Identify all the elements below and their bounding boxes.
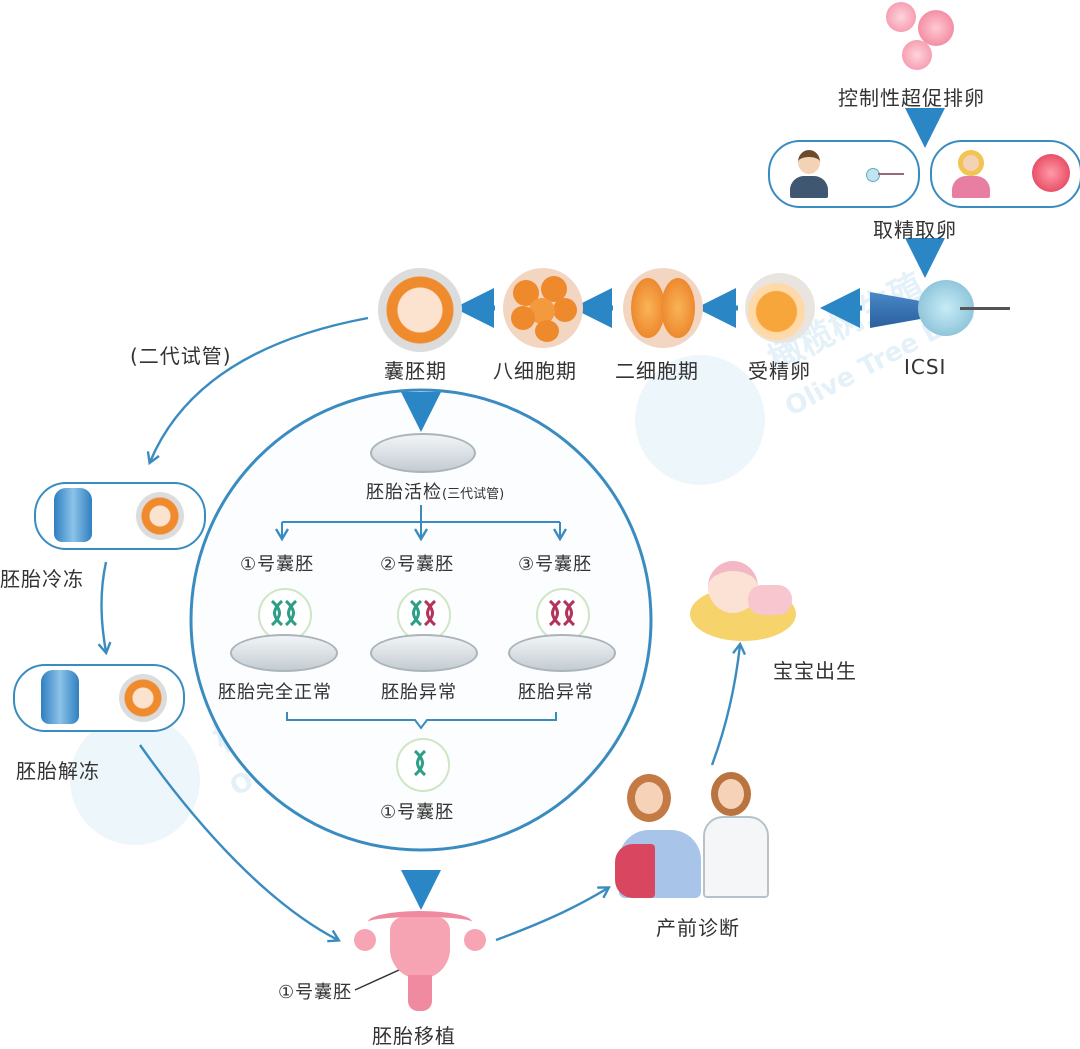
- embryo-1-result: 胚胎完全正常: [218, 682, 332, 703]
- two-cell-icon: [623, 268, 703, 348]
- sperm-icon: [866, 166, 906, 182]
- petri-dish-2: [370, 634, 478, 672]
- egg-icon: [1032, 154, 1070, 192]
- egg-retrieval-pill: [930, 140, 1080, 208]
- sperm-retrieval-pill: [768, 140, 920, 208]
- third-gen-label: (三代试管): [442, 487, 505, 502]
- embryo-icon: [136, 492, 184, 540]
- freeze-pill: [34, 482, 206, 550]
- embryo-3-id: ③号囊胚: [518, 554, 593, 575]
- blastocyst-icon: [378, 268, 462, 352]
- step-freeze: 胚胎冷冻: [0, 567, 84, 591]
- petri-dish-main: [370, 433, 476, 473]
- uterus-icon: [350, 905, 490, 1015]
- transfer-embryo-label: ①号囊胚: [278, 982, 353, 1003]
- eggs-icon: [880, 0, 960, 72]
- petri-dish-3: [508, 634, 616, 672]
- watermark-circle-right: [635, 355, 765, 485]
- prenatal-illustration: [615, 770, 775, 900]
- step-ovulation: 控制性超促排卵: [838, 86, 985, 110]
- selected-embryo-id: ①号囊胚: [380, 802, 455, 823]
- thaw-pill: [13, 664, 185, 732]
- eight-cell-icon: [503, 268, 583, 348]
- second-gen-label: (二代试管): [130, 344, 232, 368]
- step-two-cell: 二细胞期: [615, 359, 699, 383]
- petri-dish-1: [230, 634, 338, 672]
- freezer-tank-icon: [54, 488, 92, 542]
- fertilized-egg-icon: [745, 273, 815, 343]
- step-fertilized: 受精卵: [748, 359, 811, 383]
- step-icsi: ICSI: [904, 355, 947, 379]
- watermark-circle-left: [70, 715, 200, 845]
- embryo-3-result: 胚胎异常: [518, 682, 594, 703]
- step-blastocyst: 囊胚期: [384, 359, 447, 383]
- step-eight-cell: 八细胞期: [493, 359, 577, 383]
- man-icon: [786, 148, 832, 200]
- embryo-2-result: 胚胎异常: [381, 682, 457, 703]
- step-transfer: 胚胎移植: [372, 1024, 456, 1048]
- step-thaw: 胚胎解冻: [16, 759, 100, 783]
- thawed-embryo-icon: [119, 674, 167, 722]
- embryo-2-id: ②号囊胚: [380, 554, 455, 575]
- step-retrieval: 取精取卵: [873, 218, 957, 242]
- embryo-1-id: ①号囊胚: [240, 554, 315, 575]
- step-birth: 宝宝出生: [773, 659, 857, 683]
- step-biopsy: 胚胎活检(三代试管): [366, 478, 504, 504]
- biopsy-label: 胚胎活检: [366, 482, 442, 503]
- icsi-icon: [870, 278, 1010, 342]
- thaw-tank-icon: [41, 670, 79, 724]
- woman-icon: [948, 148, 994, 200]
- step-prenatal: 产前诊断: [656, 916, 740, 940]
- baby-illustration: [690, 555, 800, 645]
